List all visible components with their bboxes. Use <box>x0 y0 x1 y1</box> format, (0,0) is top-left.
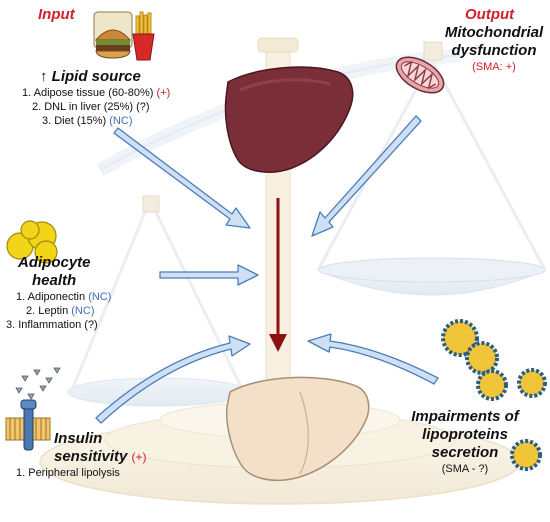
lipoprotein-title-line3: secretion <box>431 444 499 461</box>
lipoprotein-title: Impairments of <box>411 408 519 425</box>
list-item: 1. Peripheral lipolysis <box>16 467 120 479</box>
mitochondrion-icon <box>395 56 445 94</box>
mito-note: (SMA: +) <box>472 61 516 73</box>
flow-arrows <box>95 115 439 424</box>
effect-tag: (NC) <box>71 305 95 317</box>
lipoprotein-particle-icon <box>441 319 547 471</box>
input-header: Input <box>38 6 75 23</box>
adipocyte-block: Adipocyte health 1. Adiponectin (NC) 2. … <box>6 254 111 332</box>
list-item: 3. Inflammation (?) <box>6 319 98 331</box>
liver-icon <box>226 376 370 482</box>
liver-icon <box>224 66 354 173</box>
list-item: 3. Diet (15%) (NC) <box>42 115 133 127</box>
insulin-sensitivity-block: Insulin sensitivity (+) 1. Peripheral li… <box>10 430 147 480</box>
lipoprotein-title-line2: lipoproteins <box>422 426 508 443</box>
burger-fries-icon <box>93 11 155 61</box>
effect-tag: (+) <box>156 87 171 99</box>
adipocyte-title: Adipocyte health <box>18 254 91 289</box>
insulin-title: Insulin <box>54 430 103 447</box>
mito-title-line2: dysfunction <box>451 42 537 59</box>
lipoprotein-note: (SMA - ?) <box>441 463 489 475</box>
central-downward-arrow <box>269 198 287 352</box>
lipid-source-block: ↑ Lipid source 1. Adipose tissue (60-80%… <box>22 68 170 128</box>
increase-arrow-icon: ↑ <box>40 68 48 85</box>
output-header: Output <box>465 6 515 23</box>
mito-title: Mitochondrial <box>444 24 544 41</box>
insulin-receptor-icon <box>5 367 61 451</box>
list-item: 1. Adiponectin (NC) <box>16 291 112 303</box>
list-item: 2. DNL in liver (25%) (?) <box>32 101 150 113</box>
lipid-source-title: ↑ Lipid source <box>40 68 141 85</box>
list-item: 1. Adipose tissue (60-80%) (+) <box>22 87 171 99</box>
mitochondrial-block: Mitochondrial dysfunction (SMA: +) <box>440 24 548 74</box>
effect-tag: (NC) <box>109 115 133 127</box>
list-item: 2. Leptin (NC) <box>26 305 95 317</box>
fat-droplets-icon <box>6 220 58 264</box>
lipoprotein-block: Impairments of lipoproteins secretion (S… <box>410 408 520 476</box>
effect-tag: (+) <box>131 450 147 464</box>
insulin-title-line2: sensitivity (+) <box>54 448 147 465</box>
effect-tag: (NC) <box>88 291 112 303</box>
